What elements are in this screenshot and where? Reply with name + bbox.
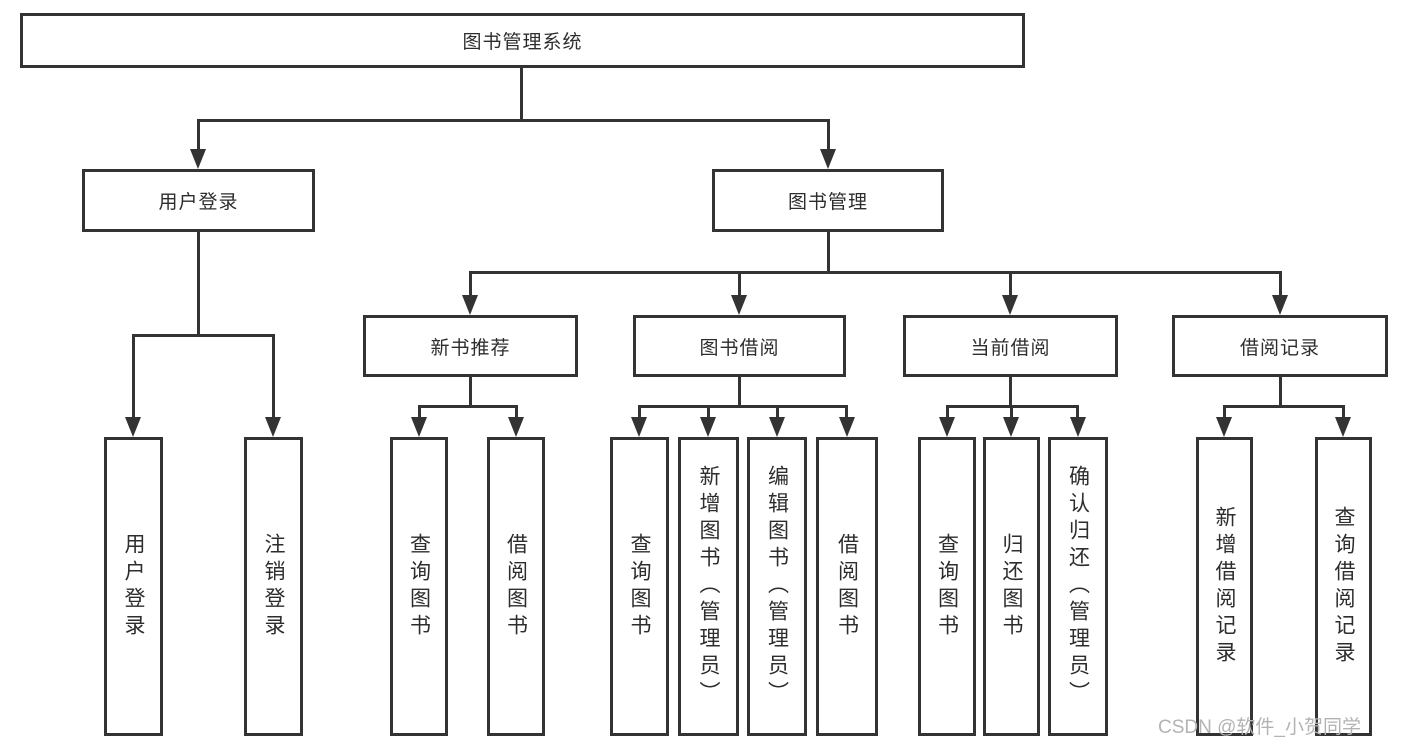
leaf-borrow-books-recommend: 借阅图书: [487, 437, 545, 736]
leaf-query-books-current: 查询图书: [918, 437, 976, 736]
edge-level3-horizontal: [469, 271, 1282, 274]
edge-records-horizontal: [1223, 405, 1345, 408]
edge-drop-borrowing-query: [638, 405, 641, 420]
leaf-borrow-books-recommend-label: 借阅图书: [504, 532, 528, 641]
edge-drop-borrowing-records: [1279, 271, 1282, 297]
leaf-user-login: 用户登录: [104, 437, 163, 736]
leaf-query-books-borrowing: 查询图书: [610, 437, 669, 736]
node-library-system-label: 图书管理系统: [462, 32, 583, 53]
leaf-add-borrow-record-label: 新增借阅记录: [1213, 505, 1236, 668]
edge-drop-borrowing-borrow: [845, 405, 848, 420]
arrowhead-current-borrowing: [1002, 295, 1018, 315]
edge-drop-user-login: [197, 119, 200, 152]
edge-drop-recommend-query: [418, 405, 421, 420]
leaf-borrow-books-borrowing: 借阅图书: [816, 437, 878, 736]
leaf-user-login-label: 用户登录: [122, 532, 145, 641]
leaf-borrow-books-borrowing-label: 借阅图书: [835, 532, 859, 641]
leaf-confirm-return-admin: 确认归还（管理员）: [1048, 437, 1108, 736]
edge-drop-leaf-logout: [272, 334, 275, 420]
edge-level1-horizontal: [197, 119, 830, 122]
leaf-query-books-current-label: 查询图书: [935, 532, 959, 641]
arrowhead-borrowing-add: [700, 417, 716, 437]
leaf-return-books-label: 归还图书: [1000, 532, 1023, 641]
node-user-login-label: 用户登录: [158, 192, 239, 213]
node-book-management-label: 图书管理: [787, 192, 868, 213]
edge-drop-current-return: [1010, 405, 1013, 420]
edge-drop-current-confirm: [1076, 405, 1079, 420]
leaf-add-books-admin-label: 新增图书（管理员）: [697, 465, 720, 708]
leaf-query-books-borrowing-label: 查询图书: [628, 532, 651, 641]
node-book-borrowing-label: 图书借阅: [699, 337, 780, 359]
leaf-query-borrow-record-label: 查询借阅记录: [1332, 505, 1355, 668]
node-borrowing-records-label: 借阅记录: [1239, 337, 1320, 359]
edge-drop-new-book-recommend: [469, 271, 472, 297]
edge-drop-book-management: [827, 119, 830, 152]
arrowhead-leaf-logout: [265, 417, 281, 437]
arrowhead-current-query: [939, 417, 955, 437]
node-new-book-recommend: 新书推荐: [363, 315, 578, 377]
edge-drop-borrowing-add: [707, 405, 710, 420]
edge-drop-recommend-borrow: [515, 405, 518, 420]
edge-book-management-trunk: [827, 232, 830, 274]
leaf-logout-label: 注销登录: [262, 532, 285, 641]
edge-current-trunk: [1009, 377, 1012, 407]
node-library-system: 图书管理系统: [20, 13, 1025, 68]
edge-drop-book-borrowing: [738, 271, 741, 297]
arrowhead-book-management: [820, 149, 836, 169]
arrowhead-user-login: [190, 149, 206, 169]
edge-user-login-horizontal: [132, 334, 275, 337]
leaf-logout: 注销登录: [244, 437, 303, 736]
arrowhead-new-book-recommend: [462, 295, 478, 315]
edge-borrowing-horizontal: [638, 405, 848, 408]
edge-drop-records-query: [1342, 405, 1345, 420]
edge-recommend-horizontal: [418, 405, 518, 408]
arrowhead-borrowing-edit: [769, 417, 785, 437]
arrowhead-leaf-user-login: [125, 417, 141, 437]
node-current-borrowing: 当前借阅: [903, 315, 1118, 377]
leaf-add-borrow-record: 新增借阅记录: [1196, 437, 1253, 736]
edge-drop-leaf-user-login: [132, 334, 135, 420]
leaf-return-books: 归还图书: [983, 437, 1040, 736]
edge-drop-borrowing-edit: [776, 405, 779, 420]
arrowhead-records-query: [1335, 417, 1351, 437]
arrowhead-recommend-borrow: [508, 417, 524, 437]
edge-recommend-trunk: [469, 377, 472, 407]
edge-root-trunk: [520, 68, 523, 121]
watermark-csdn: CSDN @软件_小贺同学: [1158, 717, 1361, 738]
leaf-confirm-return-admin-label: 确认归还（管理员）: [1066, 465, 1090, 708]
node-book-borrowing: 图书借阅: [633, 315, 846, 377]
node-borrowing-records: 借阅记录: [1172, 315, 1388, 377]
node-current-borrowing-label: 当前借阅: [970, 337, 1051, 359]
node-new-book-recommend-label: 新书推荐: [430, 337, 511, 359]
arrowhead-current-confirm: [1070, 417, 1086, 437]
arrowhead-records-add: [1216, 417, 1232, 437]
edge-drop-current-query: [946, 405, 949, 420]
edge-drop-records-add: [1223, 405, 1226, 420]
arrowhead-borrowing-query: [631, 417, 647, 437]
leaf-query-books-recommend-label: 查询图书: [407, 532, 431, 641]
edge-drop-current-borrowing: [1009, 271, 1012, 297]
arrowhead-current-return: [1003, 417, 1019, 437]
leaf-edit-books-admin-label: 编辑图书（管理员）: [765, 465, 789, 708]
arrowhead-book-borrowing: [731, 295, 747, 315]
arrowhead-borrowing-records: [1272, 295, 1288, 315]
leaf-query-books-recommend: 查询图书: [390, 437, 448, 736]
arrowhead-recommend-query: [411, 417, 427, 437]
node-book-management: 图书管理: [712, 169, 944, 232]
edge-user-login-trunk: [197, 232, 200, 337]
edge-records-trunk: [1279, 377, 1282, 407]
node-user-login: 用户登录: [82, 169, 315, 232]
leaf-query-borrow-record: 查询借阅记录: [1315, 437, 1372, 736]
leaf-add-books-admin: 新增图书（管理员）: [678, 437, 739, 736]
edge-borrowing-trunk: [738, 377, 741, 407]
leaf-edit-books-admin: 编辑图书（管理员）: [747, 437, 807, 736]
arrowhead-borrowing-borrow: [839, 417, 855, 437]
